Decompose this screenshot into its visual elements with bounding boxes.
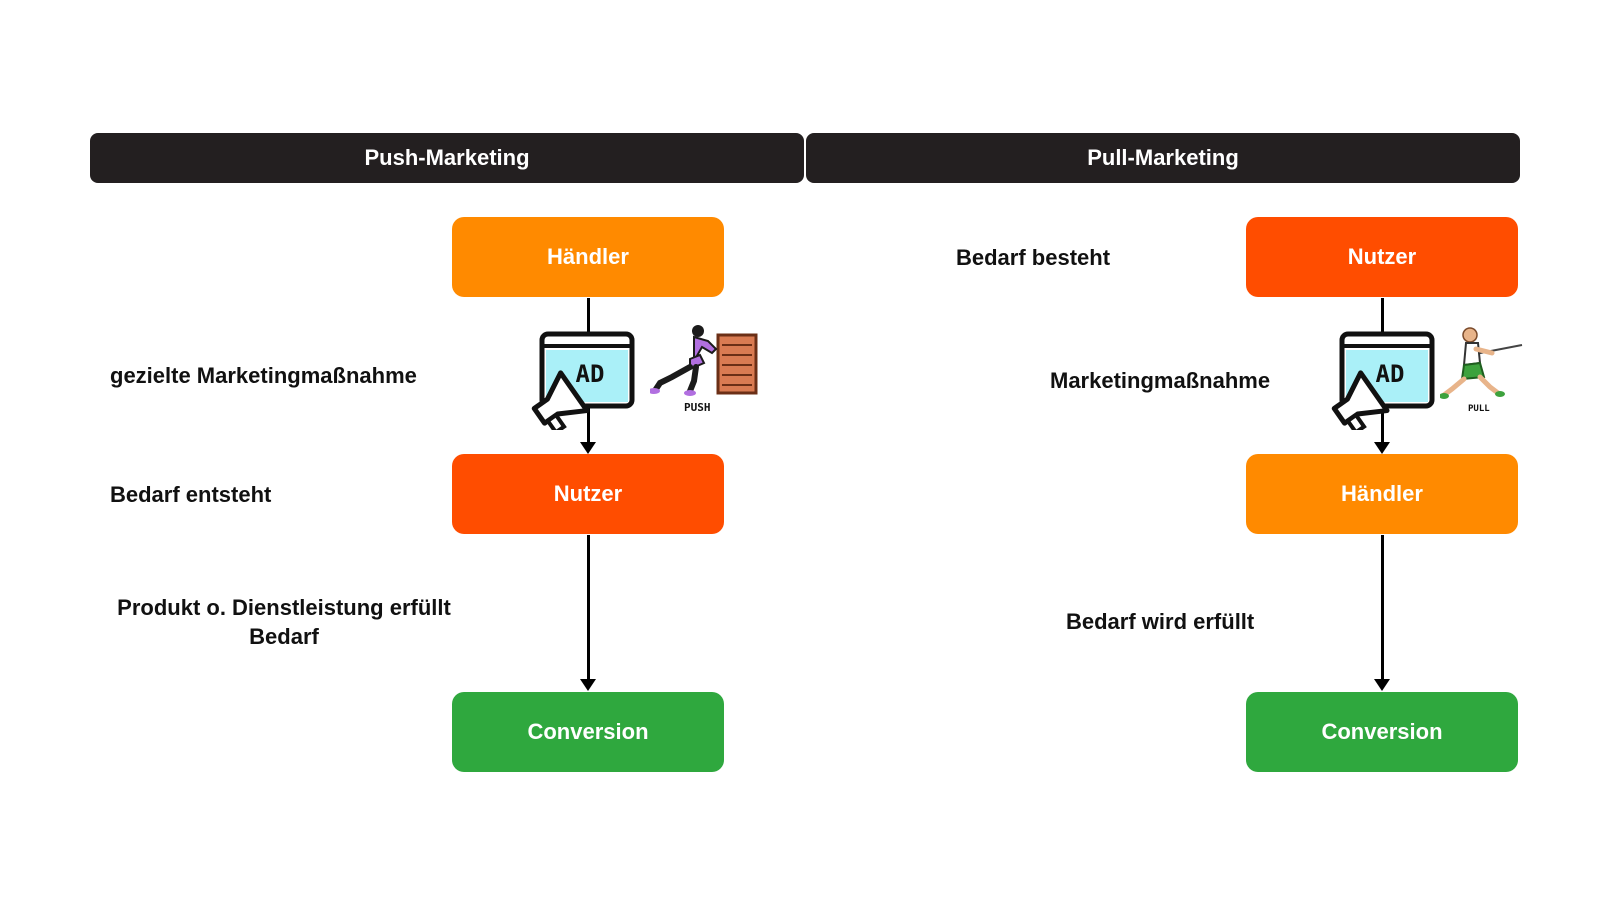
pull-label-need-exists: Bedarf besteht (956, 245, 1111, 270)
pull-label-marketing-action: Marketingmaßnahme (1050, 368, 1271, 393)
push-node-conversion: Conversion (452, 692, 724, 772)
push-arrowhead-bottom (580, 679, 596, 691)
push-label-fulfill-line2: Bedarf (249, 624, 319, 649)
push-arrowhead-top (580, 442, 596, 454)
push-figure-caption: PUSH (684, 401, 711, 414)
ad-icon-text: AD (576, 360, 605, 388)
pull-label-fulfill: Bedarf wird erfüllt (1066, 609, 1255, 634)
push-marketing-header: Push-Marketing (90, 133, 804, 183)
person-pulling-rope-icon: PULL (1440, 327, 1523, 414)
person-pushing-box-icon: PUSH (650, 325, 758, 414)
advertising-megaphone-icon: AD (531, 331, 635, 430)
pull-node-haendler: Händler (1246, 454, 1518, 534)
pull-connector-bottom (1381, 535, 1384, 680)
push-marketing-title: Push-Marketing (364, 145, 530, 170)
push-label-marketing-action: gezielte Marketingmaßnahme (110, 363, 417, 388)
ad-icon-text: AD (1376, 360, 1405, 388)
pull-node-conversion: Conversion (1246, 692, 1518, 772)
pull-arrowhead-top (1374, 442, 1390, 454)
push-connector-bottom (587, 535, 590, 680)
pull-arrowhead-bottom (1374, 679, 1390, 691)
pull-marketing-title: Pull-Marketing (1087, 145, 1239, 170)
pull-marketing-header: Pull-Marketing (806, 133, 1520, 183)
push-label-fulfill: Produkt o. Dienstleistung erfüllt Bedarf (117, 593, 451, 651)
pull-figure-caption: PULL (1468, 404, 1490, 414)
push-node-haendler: Händler (452, 217, 724, 297)
push-label-need-arises: Bedarf entsteht (110, 482, 272, 507)
advertising-megaphone-icon: AD (1331, 331, 1435, 430)
push-node-nutzer: Nutzer (452, 454, 724, 534)
pull-node-nutzer: Nutzer (1246, 217, 1518, 297)
push-label-fulfill-line1: Produkt o. Dienstleistung erfüllt (117, 595, 451, 620)
